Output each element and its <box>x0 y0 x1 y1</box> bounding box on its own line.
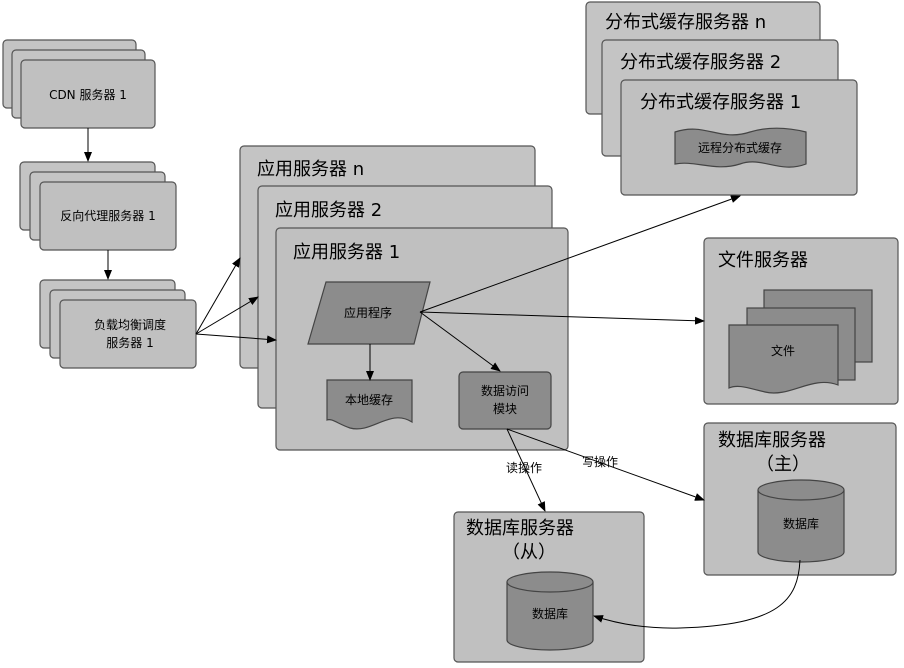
app-program-label: 应用程序 <box>344 305 392 320</box>
arrow-app-to-file <box>419 311 705 325</box>
app-server-1-title: 应用服务器 1 <box>293 242 400 263</box>
app-server-stack: 应用服务器 n 应用服务器 2 应用服务器 1 应用程序 本地缓存 数据访问 模… <box>239 145 569 451</box>
local-cache-shape <box>326 379 413 430</box>
reverse-proxy-stack: 反向代理服务器 1 <box>19 161 177 251</box>
remote-cache-shape <box>674 127 807 168</box>
db-slave-title: 数据库服务器 <box>466 518 574 539</box>
arrow-lb-to-app-n <box>195 257 241 335</box>
write-operation-label: 写操作 <box>582 454 618 469</box>
db-master-sub: （主） <box>756 454 810 475</box>
file-server-title: 文件服务器 <box>718 250 808 271</box>
app-server-n-title: 应用服务器 n <box>257 159 364 180</box>
db-master-cylinder-body <box>757 490 845 563</box>
db-slave-sub: （从） <box>502 542 556 563</box>
data-access-label-1: 数据访问 <box>481 383 529 398</box>
file-server: 文件服务器 文件 <box>703 237 899 405</box>
cdn-server-label: CDN 服务器 1 <box>49 87 127 102</box>
arrow-app-to-data-access <box>419 311 501 372</box>
db-master-db-label: 数据库 <box>783 516 819 531</box>
db-slave-cylinder-body <box>506 582 594 651</box>
cache-server-n-title: 分布式缓存服务器 n <box>605 12 766 33</box>
cache-server-1-title: 分布式缓存服务器 1 <box>640 92 801 113</box>
db-slave-cylinder-top <box>506 571 594 593</box>
file-label: 文件 <box>771 343 795 358</box>
arrow-write <box>506 428 705 501</box>
local-cache-label: 本地缓存 <box>345 393 393 407</box>
db-master-title: 数据库服务器 <box>718 430 826 451</box>
cache-server-stack: 分布式缓存服务器 n 分布式缓存服务器 2 分布式缓存服务器 1 远程分布式缓存 <box>585 1 858 196</box>
reverse-proxy-label: 反向代理服务器 1 <box>60 208 155 223</box>
data-access-label-2: 模块 <box>493 402 517 416</box>
db-slave-db-label: 数据库 <box>532 606 568 621</box>
app-server-2-title: 应用服务器 2 <box>275 200 382 221</box>
arrow-lb-to-app-2 <box>195 296 259 335</box>
load-balancer-label-1: 负载均衡调度 <box>94 317 166 332</box>
file-doc-front <box>728 324 839 394</box>
app-program-shape <box>307 281 431 345</box>
arrow-replication <box>593 559 801 629</box>
load-balancer-stack: 负载均衡调度 服务器 1 <box>39 279 197 369</box>
cdn-server-stack: CDN 服务器 1 <box>2 39 156 129</box>
db-master-cylinder-top <box>757 479 845 501</box>
db-slave-server: 数据库服务器 （从） 数据库 <box>453 511 645 663</box>
read-operation-label: 读操作 <box>506 460 542 475</box>
arrow-app-to-cache <box>419 195 741 313</box>
cache-server-2-title: 分布式缓存服务器 2 <box>620 52 781 73</box>
load-balancer-box <box>59 299 197 369</box>
data-access-module-box <box>458 371 552 430</box>
arrow-read <box>506 428 546 512</box>
load-balancer-label-2: 服务器 1 <box>106 335 153 350</box>
remote-cache-label: 远程分布式缓存 <box>698 140 782 155</box>
arrow-lb-to-app-1 <box>195 333 277 344</box>
db-master-server: 数据库服务器 （主） 数据库 <box>703 422 897 576</box>
